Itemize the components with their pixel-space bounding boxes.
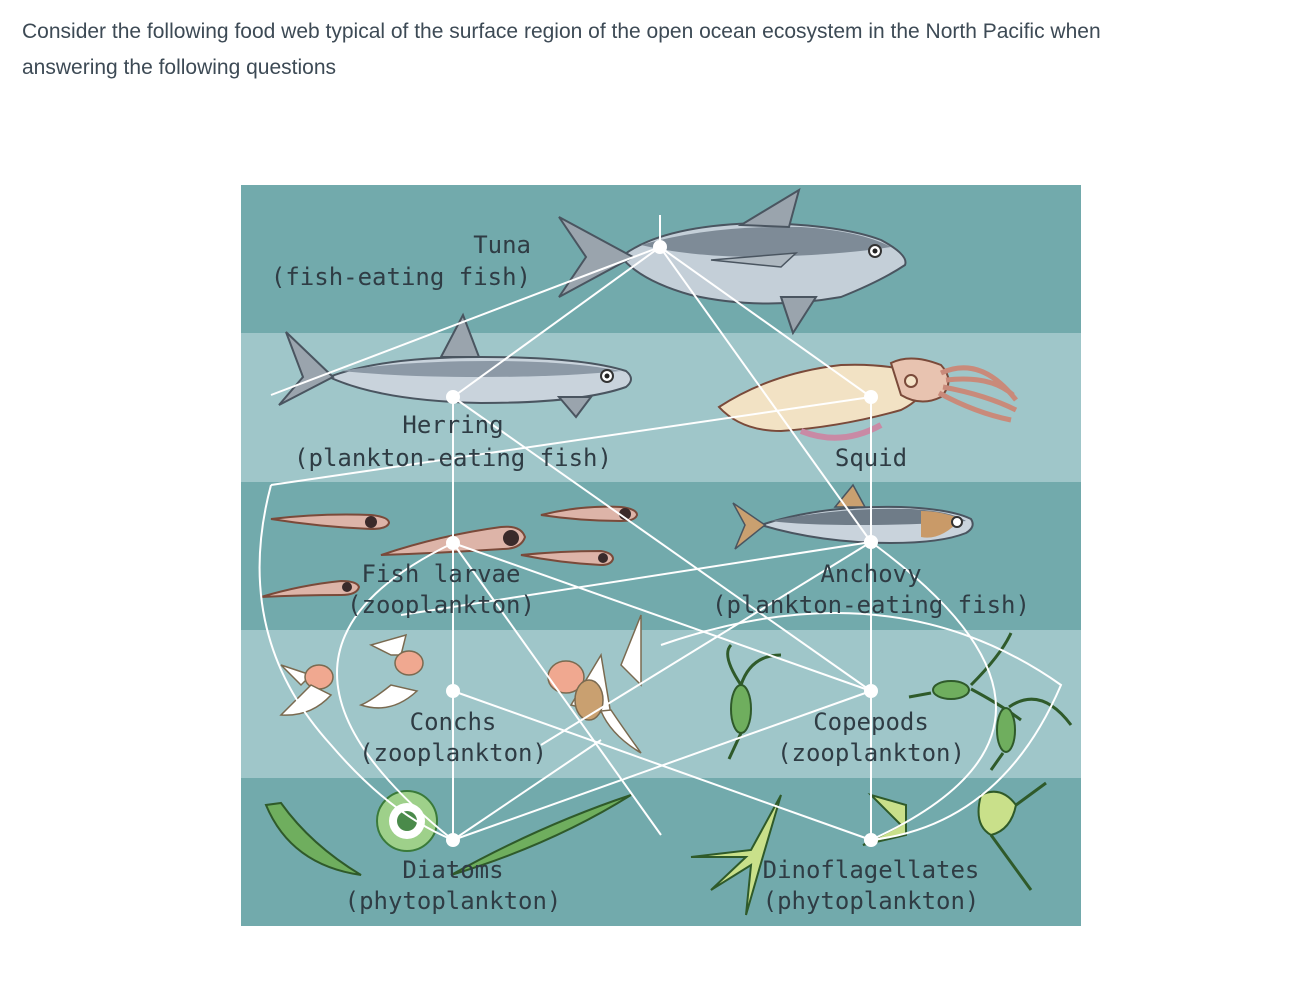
band-larvae-level xyxy=(241,482,1081,630)
tuna-illustration xyxy=(558,187,907,336)
fish-larvae-name: Fish larvae xyxy=(362,560,521,588)
herring-illustration xyxy=(278,312,632,419)
link-larvae-copepods xyxy=(452,542,872,692)
copepods-role: (zooplankton) xyxy=(777,739,965,767)
diatoms-name: Diatoms xyxy=(402,856,503,884)
link-tuna-anchovy xyxy=(659,246,872,543)
fish-larvae-role: (zooplankton) xyxy=(347,591,535,619)
dinoflagellates-role: (phytoplankton) xyxy=(763,887,980,915)
loop-right xyxy=(870,541,997,841)
food-web-nodes xyxy=(446,240,878,847)
link-tuna-squid xyxy=(659,246,872,398)
tuna-name: Tuna xyxy=(473,231,531,259)
squid-illustration xyxy=(717,357,1018,441)
node-diatoms xyxy=(446,833,460,847)
prompt-line-2: answering the following questions xyxy=(22,56,337,79)
prompt-line-1: Consider the following food web typical … xyxy=(22,20,1101,43)
node-fish-larvae xyxy=(446,536,460,550)
link-squid-herring xyxy=(270,396,872,486)
link-tuna-herring xyxy=(452,246,661,398)
diatoms-illustration xyxy=(264,790,632,876)
node-dinoflagellates xyxy=(864,833,878,847)
copepods-illustration xyxy=(726,632,1073,771)
diatoms-role: (phytoplankton) xyxy=(345,887,562,915)
dinoflagellates-name: Dinoflagellates xyxy=(763,856,980,884)
conchs-role: (zooplankton) xyxy=(359,739,547,767)
link-larvae-diatoms xyxy=(452,542,662,836)
copepods-name: Copepods xyxy=(813,708,929,736)
conchs-name: Conchs xyxy=(410,708,497,736)
conchs-illustration xyxy=(279,614,642,754)
tuna-role: (fish-eating fish) xyxy=(271,263,531,291)
question-prompt: Consider the following food web typical … xyxy=(22,14,1272,86)
anchovy-name: Anchovy xyxy=(820,560,921,588)
herring-role: (plankton-eating fish) xyxy=(294,444,612,472)
anchovy-role: (plankton-eating fish) xyxy=(712,591,1030,619)
link-anchovy-larvae xyxy=(400,541,872,616)
link-herring-copepods xyxy=(452,396,872,692)
loop-left xyxy=(336,542,454,841)
node-anchovy xyxy=(864,535,878,549)
food-web-diagram: Tuna (fish-eating fish) Herring (plankto… xyxy=(241,185,1081,926)
band-phyto-level xyxy=(241,778,1081,926)
dinoflagellates-illustration xyxy=(690,781,1047,916)
node-tuna xyxy=(653,240,667,254)
food-web-links xyxy=(258,215,1063,841)
squid-name: Squid xyxy=(835,444,907,472)
loop-copepods-outer xyxy=(660,612,1063,841)
node-herring xyxy=(446,390,460,404)
loop-left-outer xyxy=(258,484,454,841)
link-tuna-larvae xyxy=(270,246,661,396)
node-conchs xyxy=(446,684,460,698)
node-squid xyxy=(864,390,878,404)
herring-name: Herring xyxy=(402,411,503,439)
link-copepods-diatoms xyxy=(452,690,872,841)
link-anchovy-conchs xyxy=(540,541,872,746)
band-herring-level xyxy=(241,333,1081,482)
anchovy-illustration xyxy=(732,483,974,550)
link-diatoms-dinoflagellates xyxy=(452,739,602,841)
node-copepods xyxy=(864,684,878,698)
